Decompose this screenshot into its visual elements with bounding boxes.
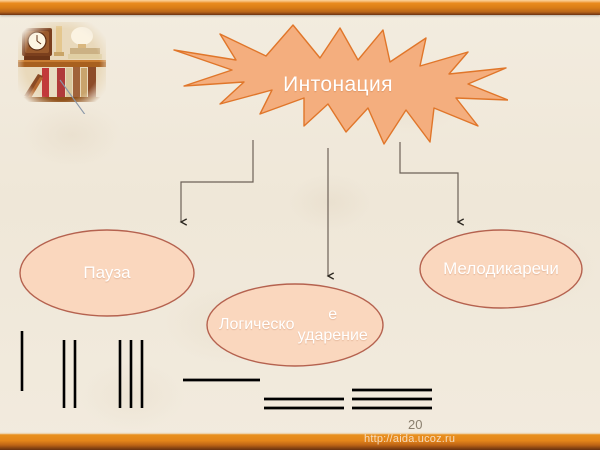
top-decorative-bar [0,0,600,15]
stress-lines-group-2 [264,397,344,410]
page-number: 20 [408,417,423,432]
branch-node-melody[interactable]: Мелодика речи [418,228,584,310]
stress-lines-group-3 [352,388,432,410]
branch-node-logical-stress[interactable]: Логическо е ударение [205,282,385,368]
bottom-decorative-bar [0,432,600,450]
bookshelf-icon [12,18,112,114]
branch-node-pauza[interactable]: Пауза [18,228,196,318]
pause-bars-group-2 [62,340,77,408]
pause-bars-group-3 [118,340,144,408]
starburst-shape: Интонация [168,22,508,147]
footer-url[interactable]: http://aida.ucoz.ru [364,433,456,445]
